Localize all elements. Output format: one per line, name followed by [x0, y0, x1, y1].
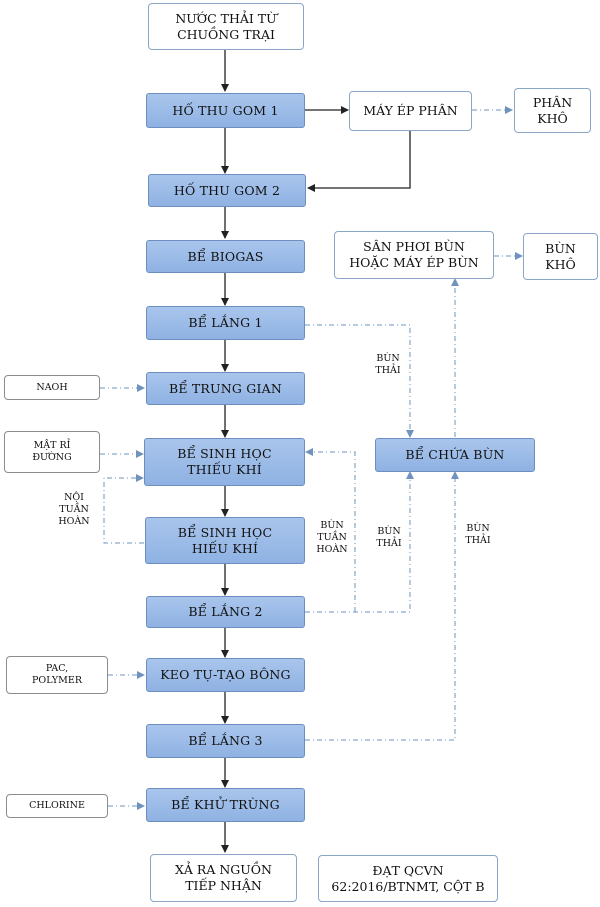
chlorine-input-box: CHLORINE	[6, 794, 108, 818]
settling-tank-2: BỂ LẮNG 2	[146, 596, 305, 628]
sludge-recycle-label: BÙN TUẦN HOÀN	[312, 520, 352, 556]
aerobic-line-1: BỂ SINH HỌC	[177, 524, 273, 540]
intermediate-tank-label: BỂ TRUNG GIAN	[169, 380, 282, 396]
wastewater-line-2: CHUỒNG TRẠI	[177, 26, 275, 42]
molasses-line-1: MẬT RỈ	[33, 440, 71, 452]
dashed-flow-arrows	[100, 106, 523, 810]
coagulation-label: KEO TỤ-TẠO BÔNG	[160, 667, 291, 683]
settling-tank-1-label: BỂ LẮNG 1	[188, 315, 263, 331]
sludge-waste-3-line-1: BÙN	[466, 523, 490, 534]
sludge-waste-label-1: BÙN THẢI	[370, 353, 406, 377]
sludge-waste-label-2: BÙN THẢI	[371, 526, 407, 550]
sludge-waste-3-line-2: THẢI	[465, 534, 491, 546]
settling-tank-3: BỂ LẮNG 3	[146, 724, 305, 758]
manure-press-box: MÁY ÉP PHÂN	[349, 91, 472, 131]
biogas-tank-label: BỂ BIOGAS	[187, 248, 264, 264]
dry-manure-line-1: PHÂN	[532, 94, 573, 110]
internal-recycle-label: NỘI TUẦN HOÀN	[56, 492, 92, 528]
collection-pit-2-label: HỐ THU GOM 2	[173, 182, 281, 198]
discharge-line-1: XẢ RA NGUỒN	[175, 862, 272, 878]
disinfection-tank: BỂ KHỬ TRÙNG	[146, 788, 305, 822]
sludge-waste-label-3: BÙN THẢI	[460, 523, 496, 547]
collection-pit-1-label: HỐ THU GOM 1	[172, 102, 279, 118]
sludge-recycle-line-3: HOÀN	[316, 543, 348, 555]
molasses-line-2: ĐƯỜNG	[32, 452, 72, 463]
pac-polymer-input-box: PAC,POLYMER	[6, 656, 108, 694]
aerobic-line-2: HIẾU KHÍ	[191, 540, 259, 556]
settling-tank-2-label: BỂ LẮNG 2	[188, 604, 263, 620]
manure-press-label: MÁY ÉP PHÂN	[363, 103, 458, 119]
internal-recycle-line-3: HOÀN	[58, 515, 90, 527]
intermediate-tank: BỂ TRUNG GIAN	[146, 372, 305, 405]
sludge-drying-line-2: HOẶC MÁY ÉP BÙN	[349, 255, 479, 270]
dry-sludge-line-2: KHÔ	[545, 256, 576, 272]
collection-pit-2: HỐ THU GOM 2	[148, 174, 306, 207]
naoh-input-box: NAOH	[4, 375, 100, 400]
main-flow-arrows	[221, 50, 411, 853]
settling-tank-3-label: BỂ LẮNG 3	[188, 733, 263, 749]
sludge-recycle-line-1: BÙN	[320, 520, 344, 531]
standard-line-1: ĐẠT QCVN	[372, 862, 444, 878]
sludge-waste-1-line-2: THẢI	[375, 364, 401, 376]
settling-tank-1: BỂ LẮNG 1	[146, 306, 305, 340]
chlorine-label: CHLORINE	[29, 800, 85, 812]
sludge-waste-1-line-1: BÙN	[376, 353, 400, 364]
dry-manure-line-2: KHÔ	[537, 110, 568, 126]
naoh-label: NAOH	[36, 381, 68, 393]
sludge-holding-label: BỂ CHỨA BÙN	[405, 447, 505, 463]
standard-line-2: 62:2016/BTNMT, CỘT B	[331, 878, 485, 894]
wastewater-line-1: NƯỚC THẢI TỪ	[175, 10, 277, 26]
anoxic-line-1: BỂ SINH HỌC	[177, 446, 272, 462]
internal-recycle-line-2: TUẦN	[59, 503, 89, 515]
sludge-holding-tank: BỂ CHỨA BÙN	[375, 438, 535, 472]
dry-sludge-line-1: BÙN	[545, 240, 576, 256]
pac-line-2: POLYMER	[32, 675, 82, 686]
internal-recycle-line-1: NỘI	[64, 492, 84, 503]
collection-pit-1: HỐ THU GOM 1	[146, 93, 305, 128]
sludge-waste-2-line-1: BÙN	[377, 526, 401, 537]
pac-line-1: PAC,	[45, 663, 69, 675]
sludge-recycle-line-2: TUẦN	[317, 531, 347, 543]
coagulation-tank: KEO TỤ-TẠO BÔNG	[146, 658, 305, 692]
anoxic-line-2: THIẾU KHÍ	[187, 462, 262, 477]
sludge-drying-line-1: SÂN PHƠI BÙN	[363, 239, 465, 255]
disinfection-label: BỂ KHỬ TRÙNG	[171, 797, 280, 813]
discharge-line-2: TIẾP NHẬN	[185, 878, 262, 893]
sludge-waste-2-line-2: THẢI	[376, 537, 402, 549]
biogas-tank: BỂ BIOGAS	[146, 240, 305, 273]
